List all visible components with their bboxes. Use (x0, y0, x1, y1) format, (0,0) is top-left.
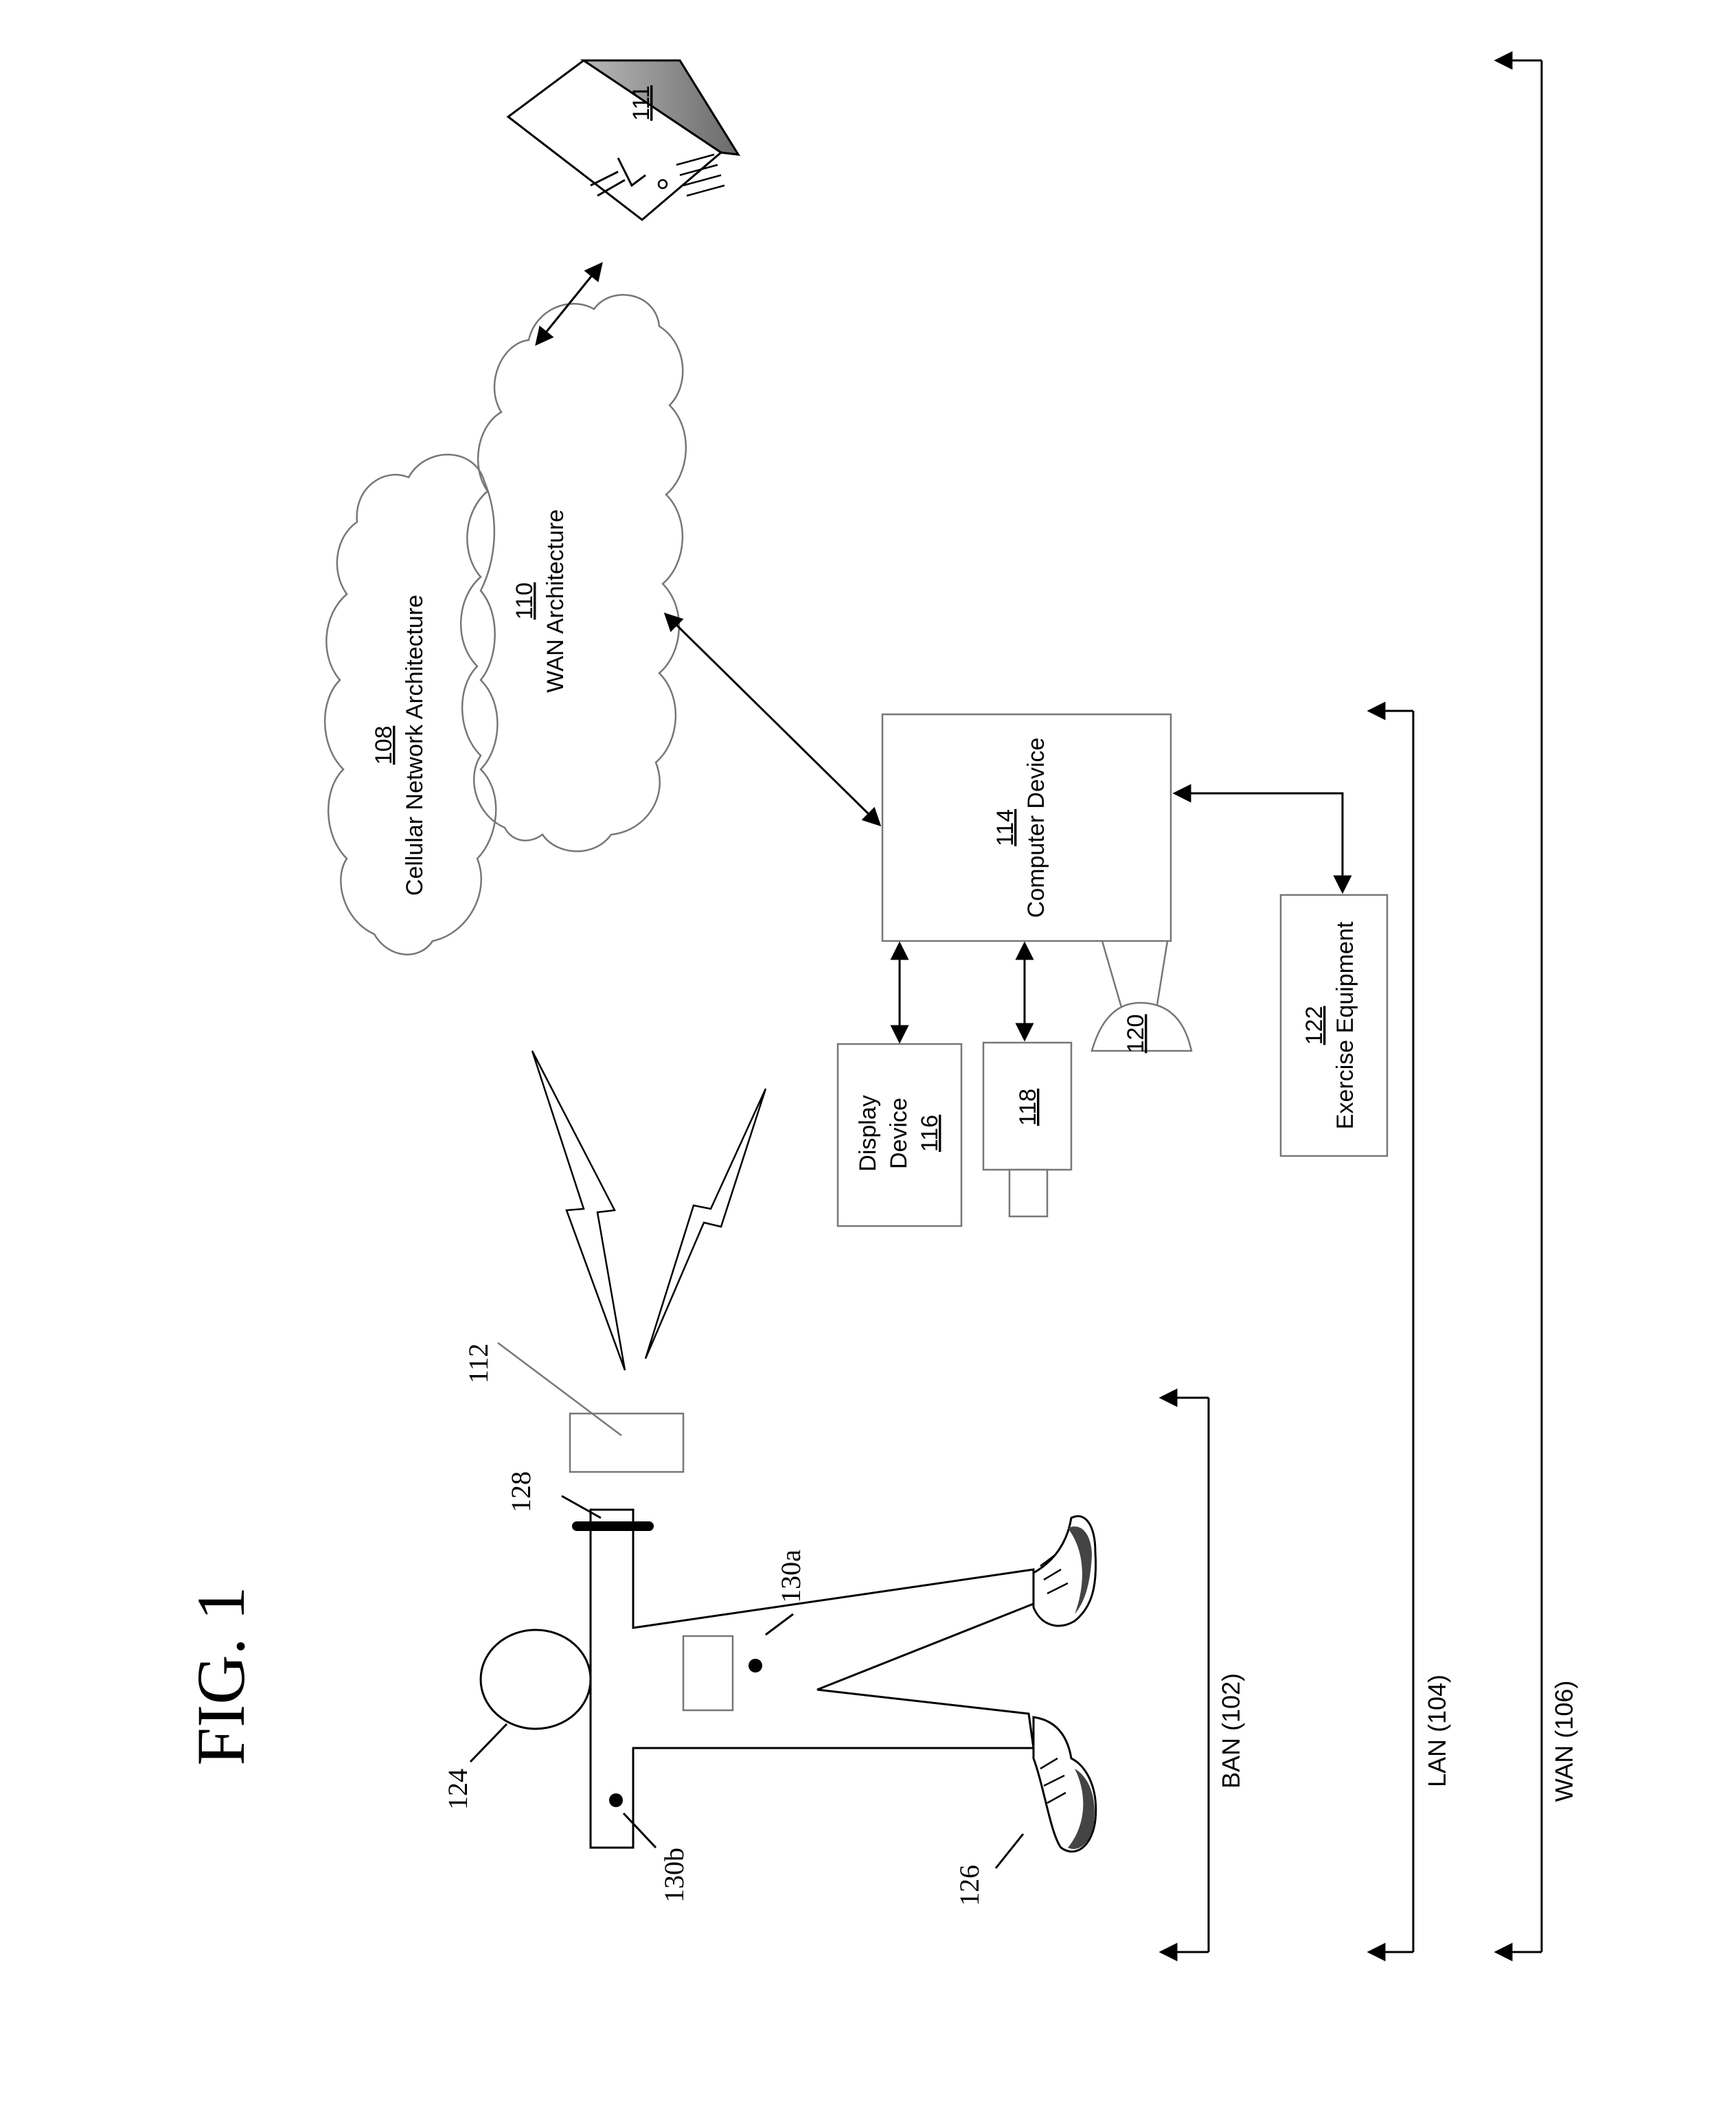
person-body (591, 1510, 1033, 1848)
server-ref: 111 (628, 85, 654, 121)
sensor-120-ref: 120 (1123, 1014, 1149, 1054)
figure-title: FIG. 1 (183, 1586, 259, 1765)
head-124-ref: 124 (442, 1769, 473, 1810)
display-device-line1: Display (855, 1095, 881, 1171)
chest-sensor-pad (683, 1636, 733, 1710)
wireless-signal-icon (532, 1051, 766, 1370)
portable-device-box (570, 1414, 683, 1472)
sensor-130b-leader (624, 1813, 656, 1848)
cellular-cloud-ref: 108 (371, 726, 397, 765)
sensor-130b-dot (609, 1793, 623, 1807)
ban-bracket (1162, 1398, 1209, 1952)
head-124-leader (470, 1724, 507, 1762)
display-device-line2: Device (886, 1098, 912, 1169)
exercise-equipment-label: Exercise Equipment (1332, 921, 1358, 1129)
sensor-130a-leader (766, 1614, 793, 1635)
server-icon (508, 60, 738, 220)
shoe-126-ref: 126 (954, 1865, 985, 1906)
device-112-leader (498, 1343, 621, 1436)
person-head (481, 1630, 591, 1729)
wan-cloud (461, 295, 686, 851)
camera-ref: 118 (1015, 1089, 1041, 1126)
wan-cloud-ref: 110 (512, 582, 538, 620)
cellular-cloud-label: Cellular Network Architecture (402, 595, 428, 896)
sensor-130a-dot (749, 1659, 762, 1672)
band-128-leader (562, 1496, 601, 1518)
wan-cloud-label: WAN Architecture (542, 509, 569, 692)
band-128-ref: 128 (505, 1471, 536, 1512)
wan-bracket (1497, 60, 1542, 1952)
cloud-computer-link (666, 615, 879, 824)
exercise-computer-link (1176, 793, 1343, 891)
computer-device-label: Computer Device (1023, 738, 1049, 918)
display-device-ref: 116 (917, 1115, 943, 1152)
exercise-equipment-ref: 122 (1301, 1006, 1327, 1045)
ban-label: BAN (102) (1217, 1673, 1245, 1789)
camera-lens-box (1009, 1170, 1047, 1216)
shoe-right-sole (1068, 1526, 1092, 1614)
shoe-right-laces (1040, 1556, 1068, 1593)
wan-label: WAN (106) (1550, 1681, 1578, 1802)
lan-label: LAN (104) (1423, 1675, 1451, 1787)
shoe-126-leader (996, 1834, 1023, 1868)
computer-device-ref: 114 (992, 809, 1018, 846)
sensor-130b-ref: 130b (659, 1848, 689, 1903)
device-112-ref: 112 (463, 1343, 494, 1384)
sensor-130a-ref: 130a (775, 1550, 806, 1603)
server-cloud-link (537, 264, 601, 343)
